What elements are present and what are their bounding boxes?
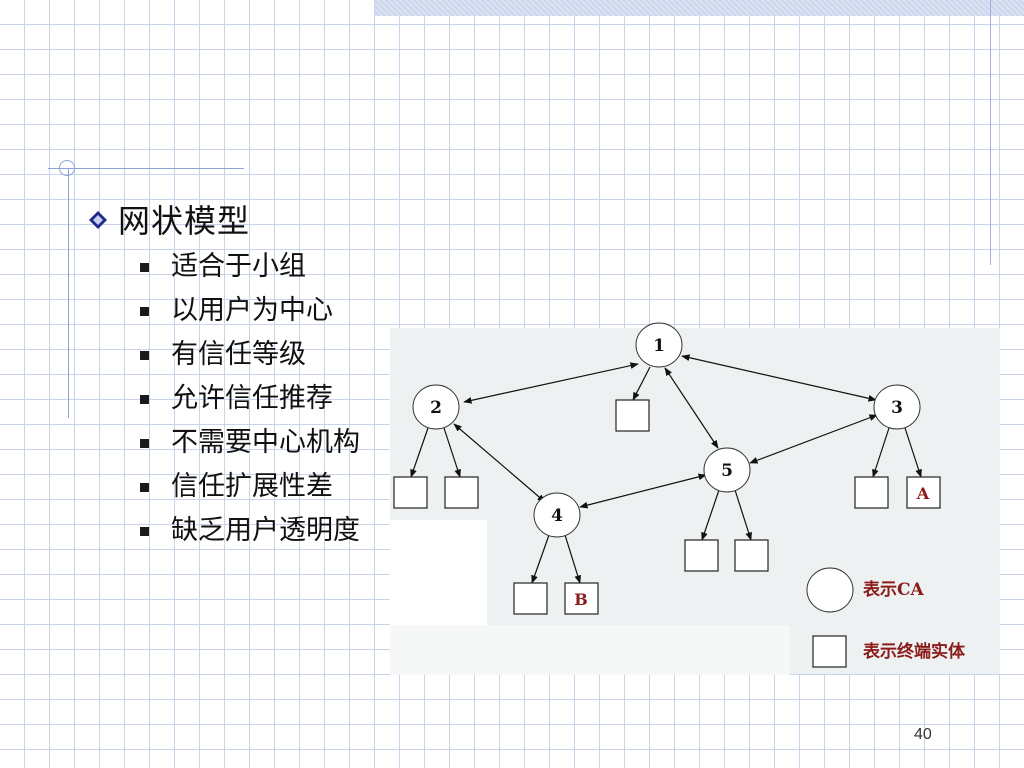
bullet-text: 适合于小组: [171, 251, 306, 282]
bullet-text: 不需要中心机构: [171, 427, 360, 458]
link-5-entity-left: [701, 489, 720, 541]
bullet-text: 以用户为中心: [171, 295, 333, 326]
square-bullet-icon: [140, 263, 149, 272]
page-number: 40: [914, 726, 932, 743]
square-bullet-icon: [140, 483, 149, 492]
bullet-item: 缺乏用户透明度: [140, 514, 380, 548]
link-1-2: [463, 362, 639, 404]
entity-label-b: B: [574, 590, 588, 609]
diagram-background-cutout: [390, 520, 487, 630]
decor-horizontal-line: [48, 168, 244, 169]
ca-node-5: 5: [703, 447, 751, 493]
bullet-text: 信任扩展性差: [171, 471, 333, 502]
entity-box-b: [564, 582, 599, 615]
svg-text:5: 5: [721, 461, 733, 481]
entity-box-2-right: [444, 476, 479, 509]
ca-node-1: 1: [635, 322, 683, 368]
link-1-entity: [632, 366, 651, 401]
square-bullet-icon: [140, 307, 149, 316]
heading-text: 网状模型: [118, 202, 251, 240]
square-bullet-icon: [140, 439, 149, 448]
square-bullet-icon: [140, 395, 149, 404]
svg-text:2: 2: [430, 398, 442, 418]
bullet-item: 有信任等级: [140, 338, 380, 372]
entity-label-a: A: [916, 484, 930, 503]
diagram-background-bottom: [390, 625, 790, 675]
link-1-3: [681, 354, 877, 402]
legend-entity-symbol: [812, 635, 847, 668]
link-5-entity-right: [734, 489, 752, 541]
entity-box-2-left: [393, 476, 428, 509]
diamond-bullet-icon: [88, 210, 107, 229]
legend-ca-text: 表示CA: [863, 579, 925, 600]
legend: 表示CA 表示终端实体: [806, 567, 966, 668]
link-2-4: [453, 423, 546, 503]
link-3-entity: [872, 427, 890, 478]
entity-box-4-left: [513, 582, 548, 615]
bullet-item: 以用户为中心: [140, 294, 380, 328]
link-1-5: [664, 367, 719, 449]
decor-vertical-line-right: [990, 0, 991, 265]
decor-vertical-line-left: [68, 168, 69, 418]
bullet-item: 允许信任推荐: [140, 382, 380, 416]
decor-circle: [59, 160, 75, 176]
link-2-entity-right: [443, 427, 461, 478]
link-4-5: [579, 473, 707, 509]
entity-box-1: [615, 399, 650, 432]
link-5-3: [749, 414, 878, 464]
svg-text:3: 3: [891, 398, 903, 418]
top-decorative-band: [375, 0, 1024, 16]
mesh-trust-diagram: 1 2 3 4 5 A B 表: [393, 322, 966, 668]
legend-ca-symbol: [806, 567, 854, 613]
ca-node-2: 2: [412, 384, 460, 430]
square-bullet-icon: [140, 527, 149, 536]
link-4-entity: [531, 534, 550, 584]
legend-entity-text: 表示终端实体: [863, 641, 966, 662]
entity-box-5-right: [734, 539, 769, 572]
entity-box-a: [906, 476, 941, 509]
ca-node-4: 4: [533, 492, 581, 538]
link-2-entity-left: [410, 427, 429, 478]
link-4-entity-b: [564, 534, 581, 584]
link-3-entity-a: [904, 427, 922, 478]
svg-text:1: 1: [653, 336, 665, 356]
entity-box-3-left: [854, 476, 889, 509]
bullet-item: 信任扩展性差: [140, 470, 380, 504]
entity-box-5-left: [684, 539, 719, 572]
svg-text:4: 4: [551, 506, 563, 526]
bullet-text: 有信任等级: [171, 339, 306, 370]
ca-node-3: 3: [873, 384, 921, 430]
bullet-list: 适合于小组 以用户为中心 有信任等级 允许信任推荐 不需要中心机构 信任扩展性差…: [140, 250, 380, 558]
bullet-item: 适合于小组: [140, 250, 380, 284]
slide-heading: 网状模型: [88, 196, 250, 242]
square-bullet-icon: [140, 351, 149, 360]
bullet-text: 允许信任推荐: [171, 383, 333, 414]
bullet-text: 缺乏用户透明度: [171, 515, 360, 546]
bullet-item: 不需要中心机构: [140, 426, 380, 460]
